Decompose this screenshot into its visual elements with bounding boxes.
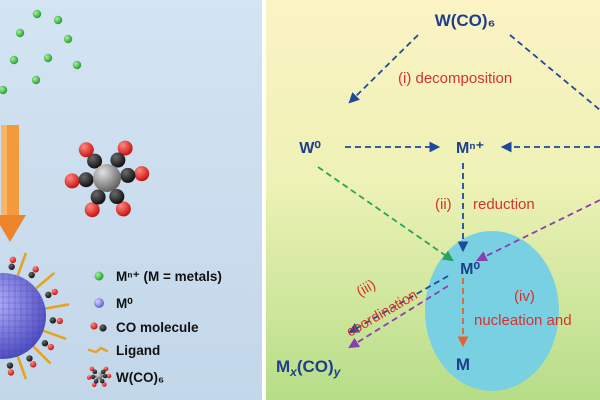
oxygen-atom [117,140,133,156]
legend-item-wco6: W(CO)₆ [86,366,164,388]
arrow-wco6-to-w0 [348,34,419,104]
carbon-atom [109,189,125,205]
legend: Mⁿ⁺ (M = metals) M⁰ CO molecule Ligand W… [86,269,222,388]
green-sphere-icon [43,53,53,63]
oxygen-atom [134,166,150,182]
oxygen-atom [115,201,131,217]
legend-label: CO molecule [116,320,199,335]
green-sphere-icon [9,55,19,65]
carbon-atom [110,152,126,168]
pathway-arrows [317,34,600,349]
node-m0: M⁰ [460,261,480,278]
node-wco6: W(CO)₆ [435,11,496,30]
nucleation-blob [425,231,559,391]
co-molecule-icon [90,322,107,332]
tungsten-atom [93,164,121,192]
green-sphere-icon [15,28,25,38]
arrow-right-to-m0 [476,199,600,262]
oxygen-atom [84,202,100,218]
nanoparticle [0,252,70,380]
ligand-icon [87,346,109,354]
arrow-m0-to-mxcoy [348,275,449,334]
step-reduction-number: (ii) [435,196,452,213]
green-sphere-icon [32,9,42,19]
legend-item-m0: M⁰ [94,296,133,311]
green-sphere-icon [0,85,8,95]
left-panel-background [0,0,262,400]
green-sphere-icon [63,34,73,44]
oxygen-atom [64,173,80,189]
wco6-icon [86,366,112,388]
panel-divider [262,0,266,400]
metal-ion-cluster [0,9,82,95]
green-sphere-icon [72,60,82,70]
purple-sphere-icon [94,298,104,308]
legend-label: Mⁿ⁺ (M = metals) [116,269,222,284]
reaction-arrow [0,125,26,242]
carbon-atom [120,167,136,183]
legend-label: Ligand [116,343,160,358]
node-mn-plus: Mⁿ⁺ [456,140,484,157]
legend-item-co: CO molecule [90,320,199,335]
step-nucleation: nucleation and [474,312,572,329]
node-mxcoy: Mx(CO)y [276,357,342,379]
nanoparticle-mesh [0,273,46,359]
green-sphere-icon [94,271,104,281]
step-reduction: reduction [473,196,535,213]
legend-label: W(CO)₆ [116,370,164,385]
oxygen-atom [78,142,94,158]
green-sphere-icon [31,75,41,85]
legend-label: M⁰ [116,296,133,311]
node-w0: W⁰ [299,140,321,157]
arrow-w0-to-m0 [317,166,454,262]
carbon-atom [90,189,106,205]
step-nucleation-number: (iv) [514,288,535,305]
step-decomposition: (i) decomposition [398,70,512,87]
carbon-atom [87,153,103,169]
green-sphere-icon [53,15,63,25]
legend-item-ligand: Ligand [87,343,160,358]
carbon-atom [78,172,94,188]
node-m: M [456,355,470,374]
legend-item-metal-ion: Mⁿ⁺ (M = metals) [94,269,222,284]
wco6-molecule-icon [64,140,150,218]
